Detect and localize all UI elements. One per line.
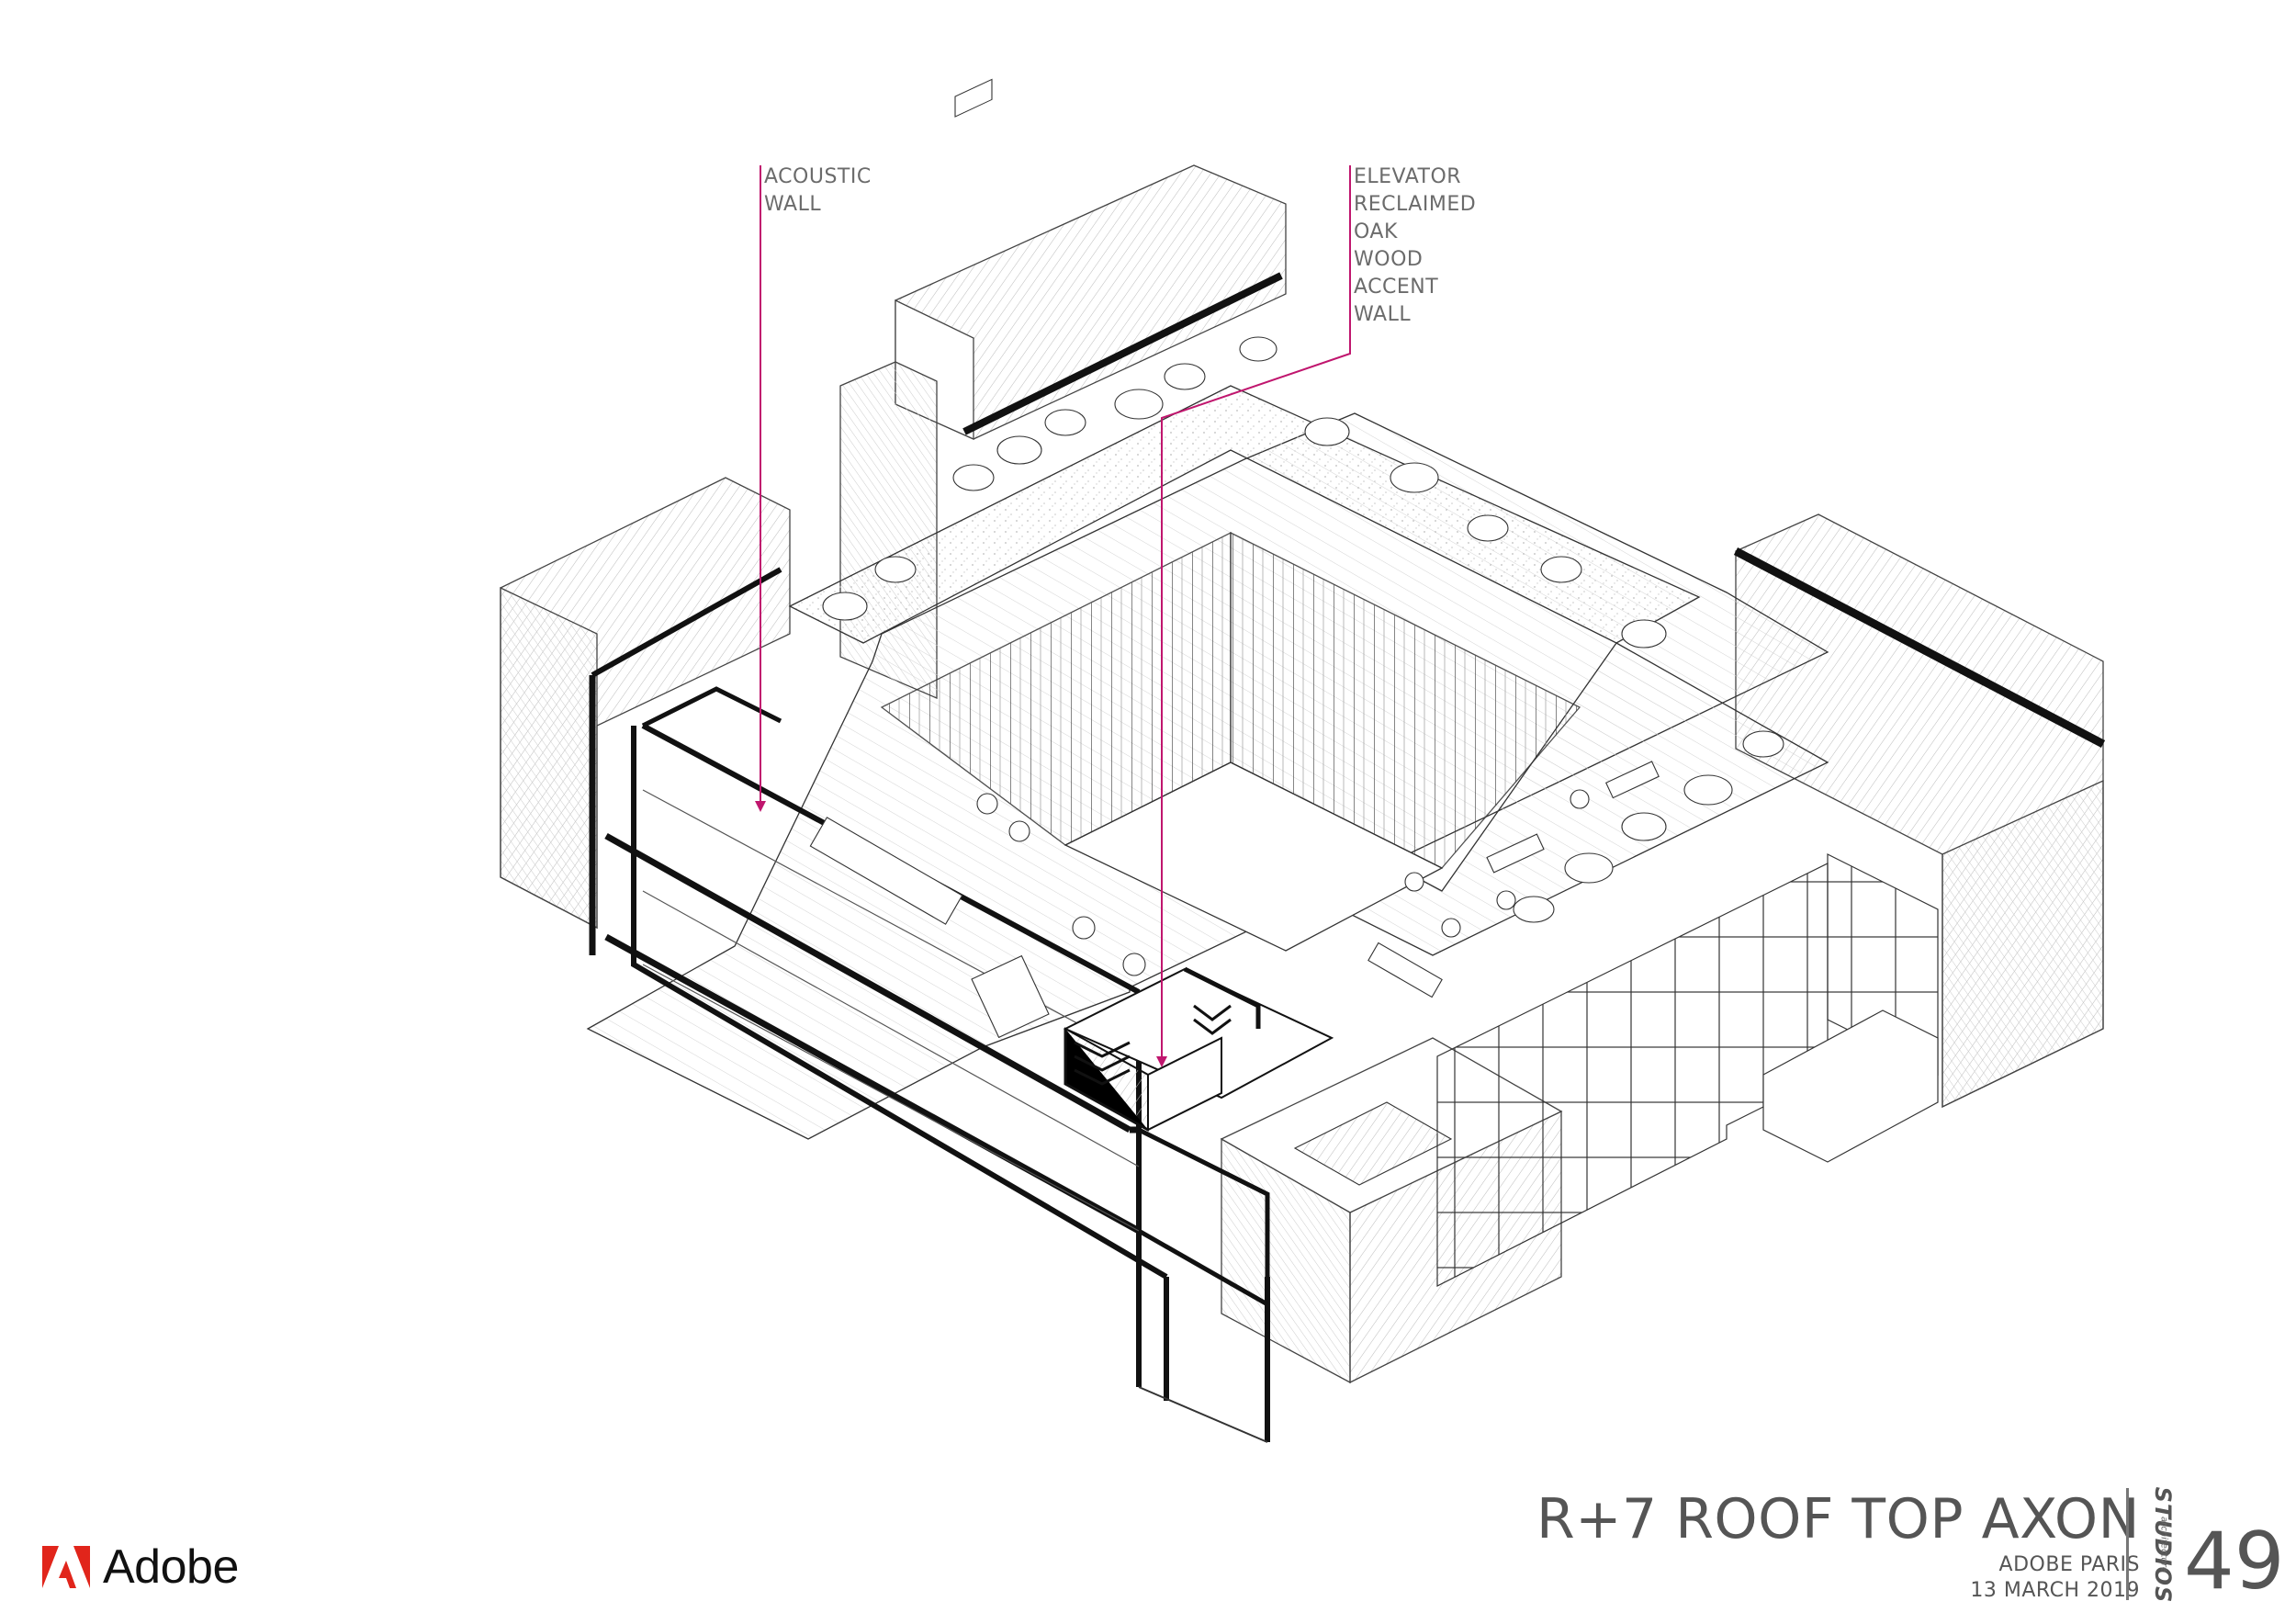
elevator-core	[1063, 966, 1334, 1132]
studio-subtitle: architecture	[2158, 1517, 2169, 1573]
right-facade	[1436, 853, 1939, 1287]
callout-line: OAK	[1354, 220, 1398, 243]
roof-terrace-furniture	[809, 78, 1784, 1186]
drawing-date: 13 MARCH 2019	[1970, 1579, 2140, 1602]
callout-elevator-wall: ELEVATOR RECLAIMED OAK WOOD ACCENT WALL	[1354, 164, 1476, 329]
callout-line: WALL	[764, 193, 822, 216]
callout-leaders	[755, 165, 1351, 1067]
callout-line: RECLAIMED	[1354, 193, 1477, 216]
adobe-logo-icon	[42, 1546, 90, 1588]
project-name: ADOBE PARIS	[1998, 1553, 2140, 1576]
logo-text: Adobe	[103, 1540, 239, 1594]
callout-acoustic-wall: ACOUSTIC WALL	[764, 164, 872, 219]
callout-line: ELEVATOR	[1354, 165, 1462, 188]
studio-mark: STUDIOS architecture	[2145, 1486, 2177, 1606]
callout-line: WOOD	[1354, 248, 1424, 271]
drawing-title: R+7 ROOF TOP AXON	[1536, 1487, 2140, 1551]
title-divider	[2126, 1488, 2129, 1600]
callout-line: WALL	[1354, 303, 1412, 326]
adobe-logo: Adobe	[42, 1539, 239, 1595]
callout-line: ACCENT	[1354, 276, 1439, 299]
page-number: 49	[2184, 1516, 2285, 1607]
front-section-cut	[589, 272, 2106, 1443]
title-block: R+7 ROOF TOP AXON ADOBE PARIS 13 MARCH 2…	[1536, 1486, 2140, 1604]
building-roof-ring	[586, 385, 1829, 1140]
callout-line: ACOUSTIC	[764, 165, 872, 188]
